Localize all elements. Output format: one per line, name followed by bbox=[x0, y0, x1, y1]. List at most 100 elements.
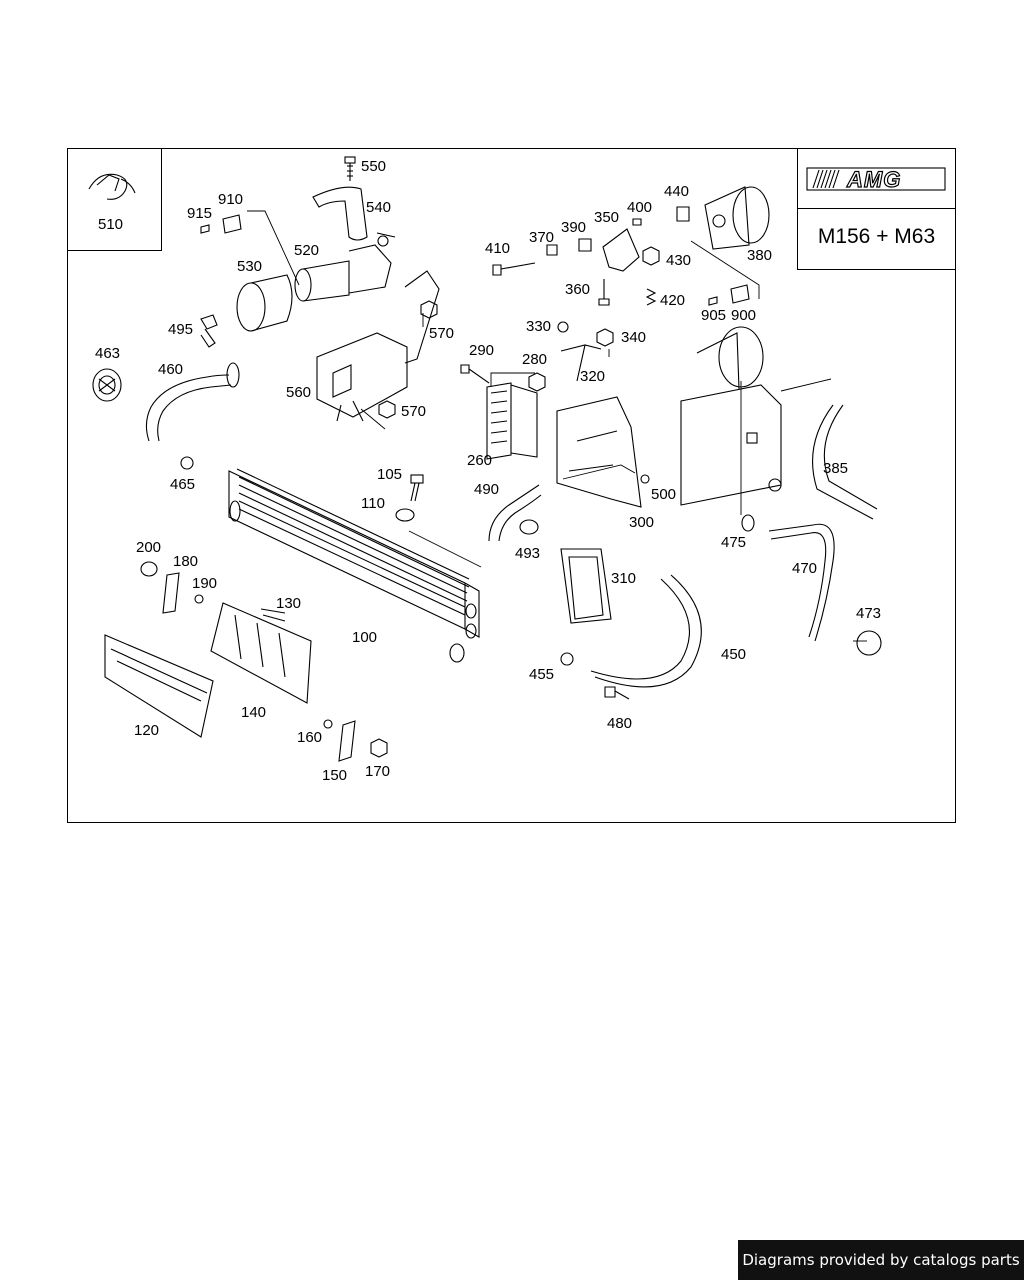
label-560[interactable]: 560 bbox=[286, 384, 311, 401]
label-280[interactable]: 280 bbox=[522, 351, 547, 368]
label-260[interactable]: 260 bbox=[467, 452, 492, 469]
label-140[interactable]: 140 bbox=[241, 704, 266, 721]
label-190[interactable]: 190 bbox=[192, 575, 217, 592]
nut-430 bbox=[642, 246, 660, 266]
duct-120 bbox=[104, 634, 214, 738]
fitting-370 bbox=[546, 244, 558, 256]
label-455[interactable]: 455 bbox=[529, 666, 554, 683]
label-160[interactable]: 160 bbox=[297, 729, 322, 746]
bolt-410 bbox=[492, 262, 536, 276]
oring-465 bbox=[180, 456, 194, 470]
gasket-310 bbox=[560, 548, 612, 624]
nut-160 bbox=[323, 719, 333, 729]
sleeve-530 bbox=[236, 274, 293, 332]
clip-510 bbox=[88, 173, 136, 200]
label-520[interactable]: 520 bbox=[294, 242, 319, 259]
label-310[interactable]: 310 bbox=[611, 570, 636, 587]
label-495[interactable]: 495 bbox=[168, 321, 193, 338]
label-570-upper[interactable]: 570 bbox=[429, 325, 454, 342]
bolt-550 bbox=[344, 156, 356, 181]
label-400[interactable]: 400 bbox=[627, 199, 652, 216]
fitting-390 bbox=[578, 238, 592, 252]
label-450[interactable]: 450 bbox=[721, 646, 746, 663]
label-320[interactable]: 320 bbox=[580, 368, 605, 385]
hose-470 bbox=[768, 523, 835, 642]
washer-110 bbox=[395, 508, 415, 522]
fitting-910 bbox=[222, 214, 242, 234]
clip-130 bbox=[260, 608, 286, 622]
nut-170 bbox=[370, 738, 388, 758]
nut-190 bbox=[194, 594, 204, 604]
label-570-lower[interactable]: 570 bbox=[401, 403, 426, 420]
cap-473 bbox=[856, 630, 882, 656]
label-410[interactable]: 410 bbox=[485, 240, 510, 257]
label-493[interactable]: 493 bbox=[515, 545, 540, 562]
label-440[interactable]: 440 bbox=[664, 183, 689, 200]
label-463[interactable]: 463 bbox=[95, 345, 120, 362]
label-550[interactable]: 550 bbox=[361, 158, 386, 175]
hose-450 bbox=[590, 574, 702, 688]
oil-cooler-260 bbox=[486, 382, 538, 460]
label-370[interactable]: 370 bbox=[529, 229, 554, 246]
clamp-493 bbox=[519, 519, 539, 535]
engine-logo-box: M156 + M63 bbox=[797, 149, 955, 270]
bolt-105 bbox=[410, 474, 424, 502]
label-470[interactable]: 470 bbox=[792, 560, 817, 577]
bolt-360 bbox=[598, 279, 610, 306]
label-915[interactable]: 915 bbox=[187, 205, 212, 222]
label-300[interactable]: 300 bbox=[629, 514, 654, 531]
label-430[interactable]: 430 bbox=[666, 252, 691, 269]
label-500[interactable]: 500 bbox=[651, 486, 676, 503]
label-200[interactable]: 200 bbox=[136, 539, 161, 556]
fitting-440 bbox=[676, 206, 690, 222]
label-540[interactable]: 540 bbox=[366, 199, 391, 216]
label-900[interactable]: 900 bbox=[731, 307, 756, 324]
washer-200 bbox=[140, 561, 158, 577]
label-350[interactable]: 350 bbox=[594, 209, 619, 226]
label-150[interactable]: 150 bbox=[322, 767, 347, 784]
cap-463 bbox=[92, 368, 122, 402]
hose-460 bbox=[145, 374, 232, 442]
hose-385 bbox=[812, 404, 878, 520]
pump-380 bbox=[704, 186, 770, 250]
label-460[interactable]: 460 bbox=[158, 361, 183, 378]
label-480[interactable]: 480 bbox=[607, 715, 632, 732]
hose-490 bbox=[488, 484, 542, 542]
shield-540 bbox=[312, 186, 368, 241]
parts-diagram-frame: M156 + M63 AMG bbox=[67, 148, 956, 823]
label-360[interactable]: 360 bbox=[565, 281, 590, 298]
label-420[interactable]: 420 bbox=[660, 292, 685, 309]
oring-455 bbox=[560, 652, 574, 666]
bolt-290 bbox=[460, 364, 490, 384]
leader-lines bbox=[247, 210, 867, 642]
label-910[interactable]: 910 bbox=[218, 191, 243, 208]
label-905[interactable]: 905 bbox=[701, 307, 726, 324]
label-385[interactable]: 385 bbox=[823, 460, 848, 477]
label-475[interactable]: 475 bbox=[721, 534, 746, 551]
pump-520 bbox=[294, 232, 396, 302]
label-340[interactable]: 340 bbox=[621, 329, 646, 346]
label-390[interactable]: 390 bbox=[561, 219, 586, 236]
label-510[interactable]: 510 bbox=[98, 216, 123, 233]
label-380[interactable]: 380 bbox=[747, 247, 772, 264]
bolt-480 bbox=[604, 686, 630, 700]
label-473[interactable]: 473 bbox=[856, 605, 881, 622]
oring-475 bbox=[741, 514, 755, 532]
fitting-905 bbox=[708, 296, 718, 306]
label-110[interactable]: 110 bbox=[361, 495, 385, 512]
label-130[interactable]: 130 bbox=[276, 595, 301, 612]
amg-logo-text: AMG bbox=[846, 167, 901, 192]
label-180[interactable]: 180 bbox=[173, 553, 198, 570]
plug-330 bbox=[557, 321, 569, 333]
inset-box-510 bbox=[68, 149, 162, 251]
label-330[interactable]: 330 bbox=[526, 318, 551, 335]
label-465[interactable]: 465 bbox=[170, 476, 195, 493]
label-530[interactable]: 530 bbox=[237, 258, 262, 275]
label-120[interactable]: 120 bbox=[134, 722, 159, 739]
label-105[interactable]: 105 bbox=[377, 466, 402, 483]
label-290[interactable]: 290 bbox=[469, 342, 494, 359]
label-490[interactable]: 490 bbox=[474, 481, 499, 498]
label-170[interactable]: 170 bbox=[365, 763, 390, 780]
spring-420 bbox=[645, 288, 657, 306]
label-100[interactable]: 100 bbox=[352, 629, 377, 646]
